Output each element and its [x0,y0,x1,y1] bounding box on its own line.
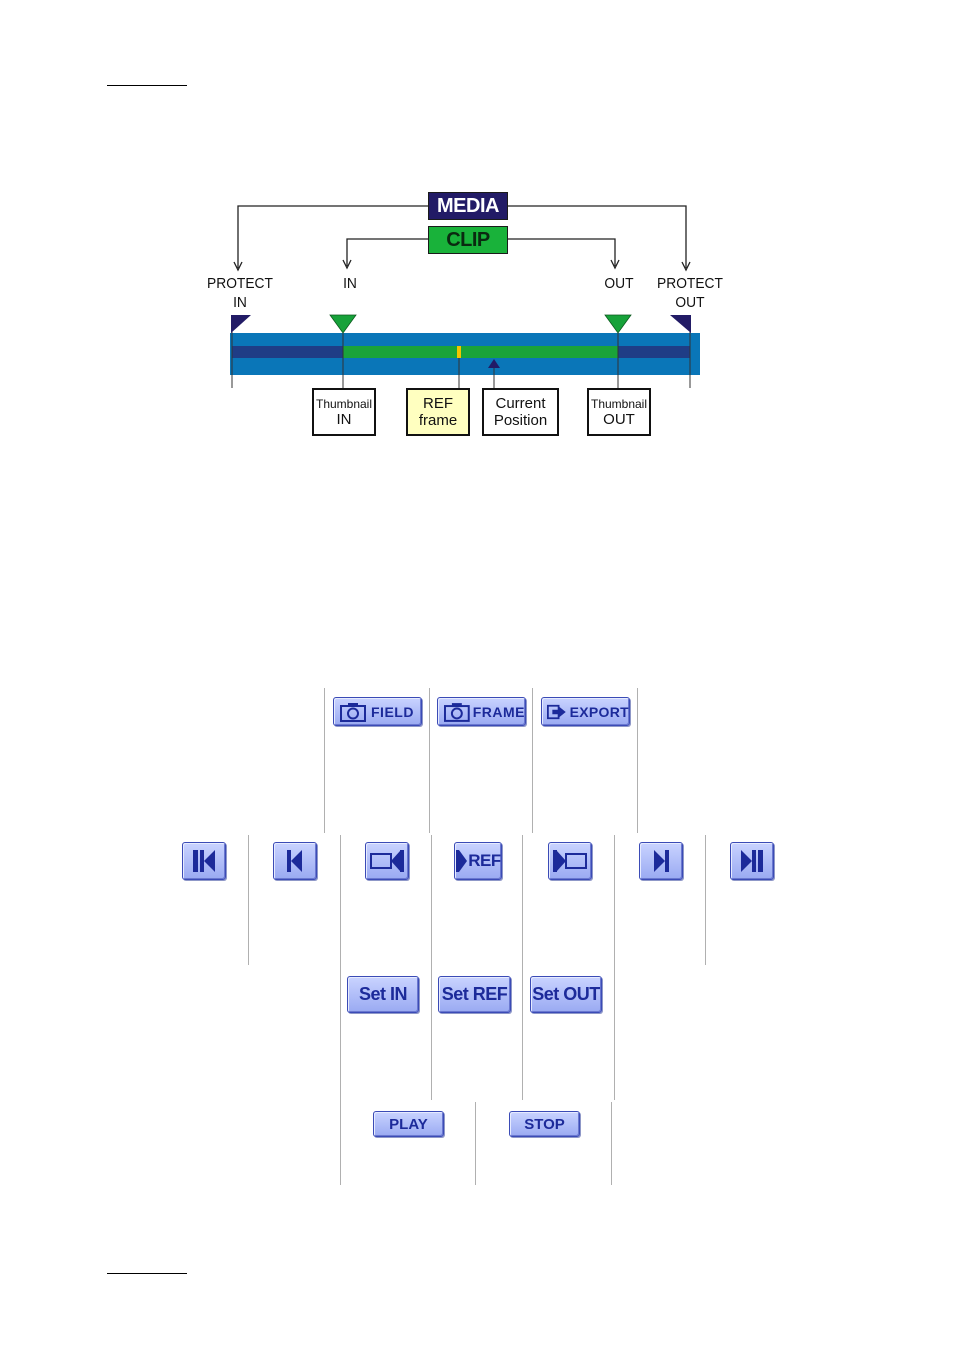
guide-line [431,835,432,1100]
play-button[interactable]: PLAY [373,1111,444,1137]
protect-out-marker [670,315,691,333]
guide-line [614,835,615,1100]
go-to-start-icon [191,849,217,873]
camera-icon [340,702,366,722]
export-arrow-icon [547,703,567,721]
thumbnail-in-callout: Thumbnail IN [312,388,376,436]
play-in-clip-button[interactable] [365,842,409,880]
ref-frame-marker [457,346,461,358]
go-to-end-button[interactable] [730,842,774,880]
set-out-button[interactable]: Set OUT [530,976,602,1013]
set-in-button[interactable]: Set IN [347,976,419,1013]
guide-line [522,835,523,1100]
go-to-start-button[interactable] [182,842,226,880]
protect-in-marker [231,315,251,333]
go-to-end-icon [739,849,765,873]
export-button[interactable]: EXPORT [541,697,630,726]
go-to-in-icon [285,849,305,873]
stop-button[interactable]: STOP [509,1111,580,1137]
go-to-ref-button[interactable]: REF [454,842,502,880]
guide-line [611,1102,612,1185]
guide-line [637,688,638,833]
go-to-out-button[interactable] [639,842,683,880]
in-marker [330,315,356,333]
go-to-in-button[interactable] [273,842,317,880]
out-marker [605,315,631,333]
out-clip-icon [552,849,588,873]
go-to-ref-icon [455,849,467,873]
grab-field-button[interactable]: FIELD [333,697,422,726]
guide-line [475,1102,476,1185]
guide-line [324,688,325,833]
current-position-callout: Current Position [482,388,559,436]
guide-line [248,835,249,965]
clip-label: CLIP [428,226,508,254]
play-out-clip-button[interactable] [548,842,592,880]
ref-frame-callout: REF frame [406,388,470,436]
media-label: MEDIA [428,192,508,220]
thumbnail-out-callout: Thumbnail OUT [587,388,651,436]
set-ref-button[interactable]: Set REF [438,976,511,1013]
grab-frame-button[interactable]: FRAME [437,697,526,726]
in-label: IN [332,274,369,293]
guide-line [705,835,706,965]
go-to-out-icon [651,849,671,873]
guide-line [340,835,341,1185]
timeline-clip-bar [343,346,618,358]
guide-line [429,688,430,833]
out-label: OUT [600,274,639,293]
guide-line [532,688,533,833]
camera-icon [444,702,470,722]
footer-rule [107,1273,187,1274]
in-clip-icon [369,849,405,873]
